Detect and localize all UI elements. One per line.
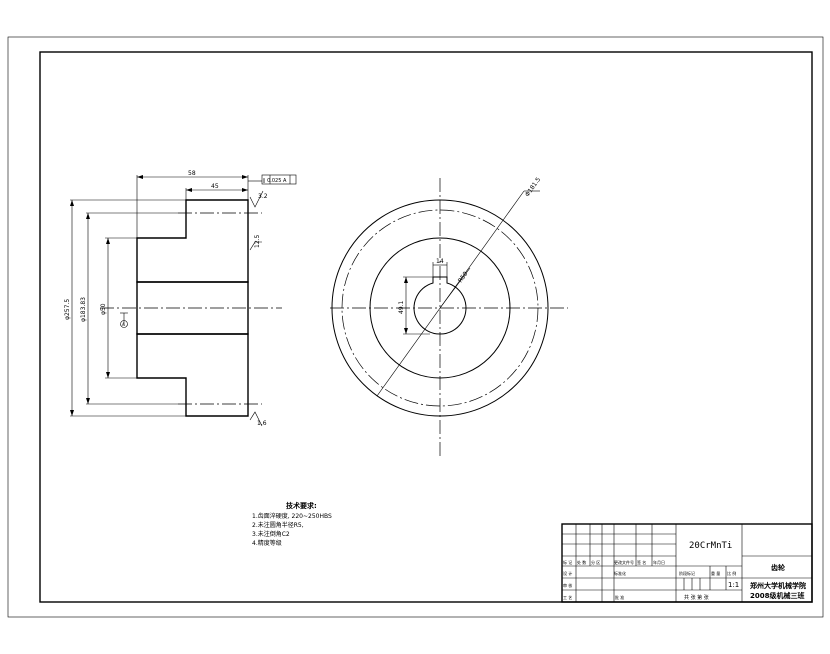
sheet-frame [7,36,824,618]
bore-keyway [413,276,467,335]
label-standard: 标准化 [614,570,626,576]
surface-finish-top: 3.2 [258,193,268,200]
label-zone: 分 区 [591,559,600,565]
keyway-depth-label: 49.1 [398,300,405,314]
label-approve: 批 准 [615,594,624,600]
label-design: 设 计 [563,570,572,576]
datum-symbol [120,320,128,328]
label-sign: 签 名 [637,559,646,565]
keyway-width-label: 14 [436,258,444,265]
surface-finish-bottom: 1.6 [257,420,267,427]
dim-width-58: 58 [188,170,196,177]
school-name: 郑州大学机械学院 [750,581,806,590]
title-block: 20CrMnTi 齿轮 郑州大学机械学院 2008级机械三班 1:1 标 记 处… [561,523,813,603]
dim-width-45: 45 [211,183,219,190]
notes-title: 技术要求: [286,501,317,510]
part-name: 齿轮 [771,563,785,572]
circle-dia-label: Φ181.5 [524,176,542,198]
bore-radius-label: R50 [457,270,470,284]
surface-finish-mark-top [249,190,264,208]
note-3: 3.未注倒角C2 [252,530,290,538]
label-ratio: 比 例 [727,570,736,576]
label-review: 审 核 [563,582,572,588]
front-view: Φ181.5 R50 14 49.1 [330,176,568,458]
label-count: 处 数 [577,559,586,565]
label-weight: 重 量 [711,570,720,576]
label-sheets: 共 张 第 张 [684,594,709,601]
dim-outer-dia: φ257.5 [64,299,71,320]
datum-label: A [122,322,125,327]
diameter-leader [376,190,525,397]
label-craft: 工 艺 [563,595,572,600]
label-stage: 阶段标记 [679,570,695,576]
drawing-border [39,51,813,603]
scale-value: 1:1 [728,581,739,589]
hatch-upper [136,199,249,283]
surface-finish-mark-bottom [249,411,263,427]
label-date: 年月日 [653,559,665,565]
note-2: 2.未注圆角半径R5, [252,521,304,529]
label-mark: 标 记 [563,559,572,565]
dim-step-dia: φ183.83 [80,297,87,322]
class-name: 2008级机械三班 [750,591,804,600]
section-view: φ257.5 φ183.83 φ50 58 45 ∥ 0.025 A 3.2 1… [64,170,297,427]
technical-notes: 技术要求: 1.齿面淬硬度, 220~250HBS 2.未注圆角半径R5, 3.… [252,501,332,547]
dim-bore-dia: φ50 [100,303,107,315]
surface-finish-side: 12.5 [254,234,261,248]
surface-finish-mark-side [249,241,262,251]
note-4: 4.精度等级 [252,539,282,547]
material-text: 20CrMnTi [689,541,732,551]
note-1: 1.齿面淬硬度, 220~250HBS [252,512,332,520]
tolerance-text: ∥ 0.025 A [263,178,287,184]
tolerance-frame [261,174,297,185]
label-doc-no: 更改文件号 [614,559,634,565]
